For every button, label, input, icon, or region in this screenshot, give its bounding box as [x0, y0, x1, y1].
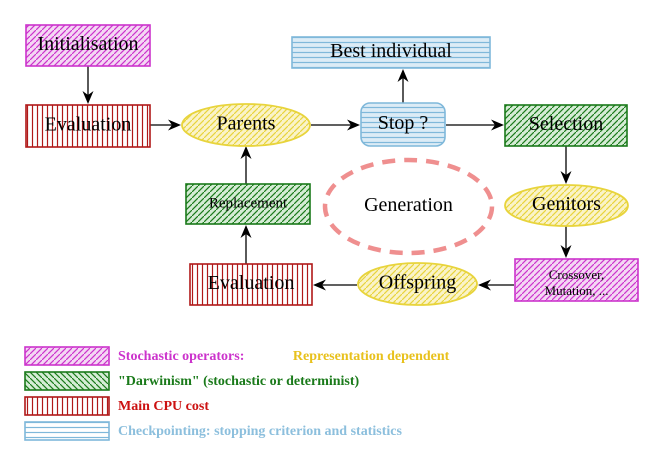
legend-label-secondary-stochastic-operators: Representation dependent — [293, 349, 450, 364]
node-label-offspring: Offspring — [379, 272, 456, 294]
node-label-crossover-mutation: Crossover,Mutation, ... — [545, 267, 609, 298]
legend-label-checkpointing: Checkpointing: stopping criterion and st… — [118, 424, 402, 439]
legend-item-stochastic-operators: Stochastic operators: Representation depe… — [24, 346, 450, 366]
node-label-evaluation-top: Evaluation — [45, 114, 132, 136]
edge-replacement-to-parents — [240, 146, 252, 184]
edge-stop-to-selection — [446, 119, 504, 131]
legend-swatch-main-cpu-cost — [24, 396, 110, 416]
node-shape-offspring — [357, 262, 478, 306]
legend-item-darwinism: "Darwinism" (stochastic or determinist) — [24, 371, 360, 391]
node-generation[interactable]: Generation — [322, 157, 495, 256]
legend-item-checkpointing: Checkpointing: stopping criterion and st… — [24, 421, 402, 441]
node-shape-genitors — [504, 184, 629, 227]
edge-eval-to-parents — [150, 119, 181, 131]
legend-layer: Stochastic operators: Representation depe… — [24, 346, 450, 441]
edge-crossover-to-offspring — [478, 279, 514, 291]
legend-label-darwinism: "Darwinism" (stochastic or determinist) — [118, 374, 360, 389]
edge-selection-to-genitors — [560, 146, 572, 184]
legend-item-main-cpu-cost: Main CPU cost — [24, 396, 209, 416]
node-evaluation-top[interactable]: Evaluation — [25, 104, 151, 148]
node-genitors[interactable]: Genitors — [504, 184, 629, 227]
node-shape-parents — [181, 103, 311, 147]
node-parents[interactable]: Parents — [181, 103, 311, 147]
node-selection[interactable]: Selection — [504, 104, 628, 147]
edge-offspring-to-eval — [313, 279, 357, 291]
node-label-genitors: Genitors — [532, 193, 601, 215]
edge-eval-to-replacement — [240, 225, 252, 264]
node-best-individual[interactable]: Best individual — [291, 36, 491, 69]
node-label-best-individual: Best individual — [330, 40, 452, 62]
node-label-stop: Stop ? — [378, 112, 429, 134]
node-shape-evaluation-bottom — [189, 263, 313, 306]
legend-label-main-cpu-cost: Main CPU cost — [118, 399, 209, 414]
legend-swatch-checkpointing — [24, 421, 110, 441]
node-label-generation: Generation — [364, 194, 453, 216]
node-label-evaluation-bottom: Evaluation — [208, 272, 295, 294]
node-evaluation-bottom[interactable]: Evaluation — [189, 263, 313, 306]
legend-label-stochastic-operators: Stochastic operators: — [118, 349, 244, 364]
edge-init-to-eval — [82, 66, 94, 104]
node-shape-replacement — [185, 183, 311, 225]
node-crossover-mutation[interactable]: Crossover,Mutation, ... — [514, 258, 639, 302]
edges-layer — [82, 66, 572, 291]
node-initialisation[interactable]: Initialisation — [25, 24, 151, 67]
node-shape-generation — [322, 157, 495, 256]
legend-swatch-stochastic-operators — [24, 346, 110, 366]
edge-genitors-to-crossover — [560, 226, 572, 258]
node-label-selection: Selection — [529, 113, 603, 135]
edge-stop-to-best — [397, 69, 409, 103]
node-label-parents: Parents — [217, 113, 276, 135]
node-shape-initialisation — [25, 24, 151, 67]
node-label-initialisation: Initialisation — [37, 33, 138, 55]
node-shape-stop — [360, 102, 446, 147]
node-shape-best-individual — [291, 36, 491, 69]
node-shape-selection — [504, 104, 628, 147]
edge-parents-to-stop — [311, 119, 360, 131]
node-offspring[interactable]: Offspring — [357, 262, 478, 306]
node-stop[interactable]: Stop ? — [360, 102, 446, 147]
legend-swatch-darwinism — [24, 371, 110, 391]
node-shape-crossover-mutation — [514, 258, 639, 302]
node-replacement[interactable]: Replacement — [185, 183, 311, 225]
node-label-replacement: Replacement — [209, 195, 288, 211]
node-shape-evaluation-top — [25, 104, 151, 148]
